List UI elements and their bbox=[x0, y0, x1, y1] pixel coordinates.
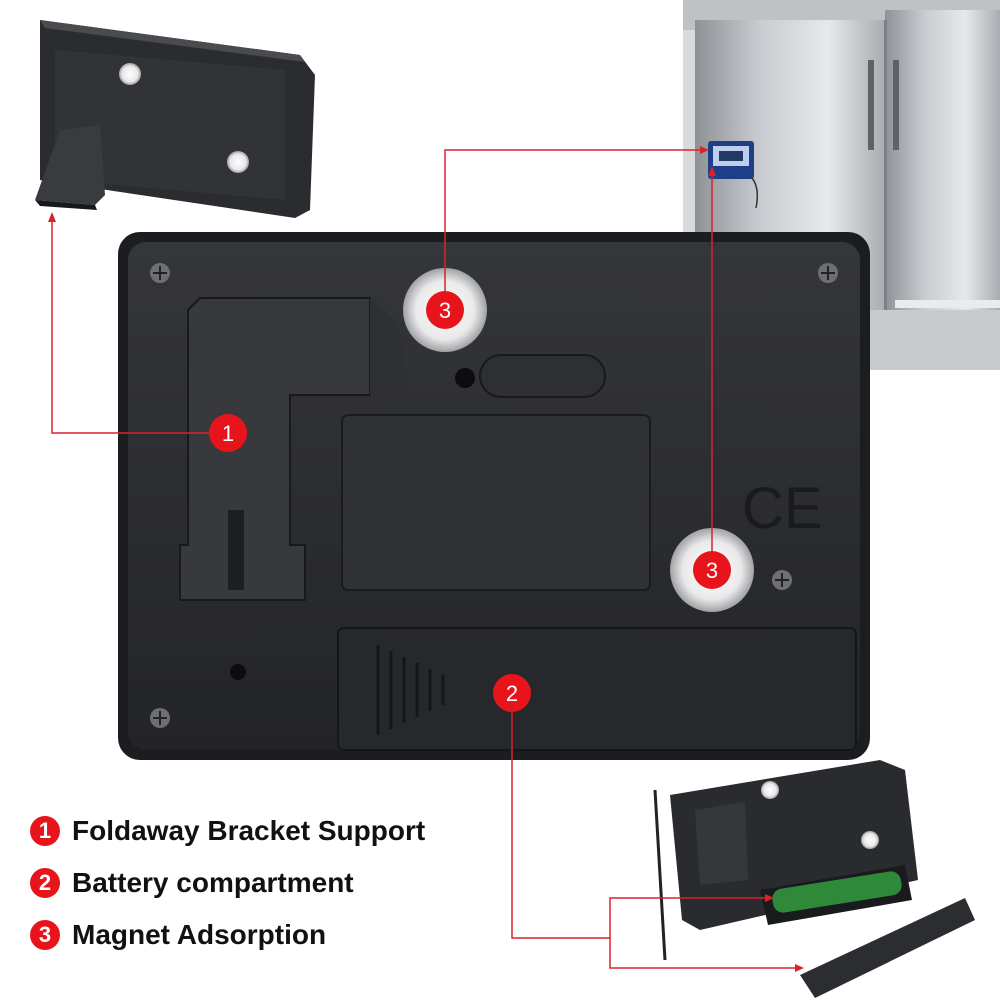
leader-lines bbox=[51, 149, 800, 969]
battery-cover bbox=[800, 898, 975, 998]
svg-text:1: 1 bbox=[222, 421, 234, 446]
callout-2: 2 bbox=[493, 674, 531, 712]
battery-icon bbox=[337, 627, 857, 751]
thermometer-on-fridge bbox=[708, 141, 759, 209]
legend-item-battery: 2 Battery compartment bbox=[30, 857, 490, 909]
legend-label: Magnet Adsorption bbox=[72, 919, 327, 950]
svg-text:3: 3 bbox=[706, 558, 718, 583]
legend: 1 Foldaway Bracket Support 2 Battery com… bbox=[30, 805, 490, 961]
main-device-back: CE bbox=[118, 232, 870, 760]
legend-number: 1 bbox=[30, 816, 60, 846]
screw-icon bbox=[150, 263, 838, 728]
legend-label: Battery compartment bbox=[72, 867, 354, 898]
fold-stand bbox=[35, 125, 105, 205]
legend-item-magnet: 3 Magnet Adsorption bbox=[30, 909, 490, 961]
device-back-with-stand bbox=[35, 20, 315, 218]
legend-item-bracket: 1 Foldaway Bracket Support bbox=[30, 805, 490, 857]
callout-3-top: 3 bbox=[426, 291, 464, 329]
svg-text:2: 2 bbox=[506, 681, 518, 706]
ce-mark: CE bbox=[742, 476, 823, 541]
legend-number: 2 bbox=[30, 868, 60, 898]
callout-3-bottom: 3 bbox=[693, 551, 731, 589]
device-battery-open bbox=[653, 760, 975, 998]
arrow-icon bbox=[48, 146, 804, 972]
callout-1: 1 bbox=[209, 414, 247, 452]
battery-cell bbox=[772, 871, 902, 913]
ce-mark-icon: CE bbox=[742, 476, 823, 541]
legend-number: 3 bbox=[30, 920, 60, 950]
svg-text:3: 3 bbox=[439, 298, 451, 323]
legend-label: Foldaway Bracket Support bbox=[72, 815, 426, 846]
bracket-icon bbox=[179, 297, 406, 601]
